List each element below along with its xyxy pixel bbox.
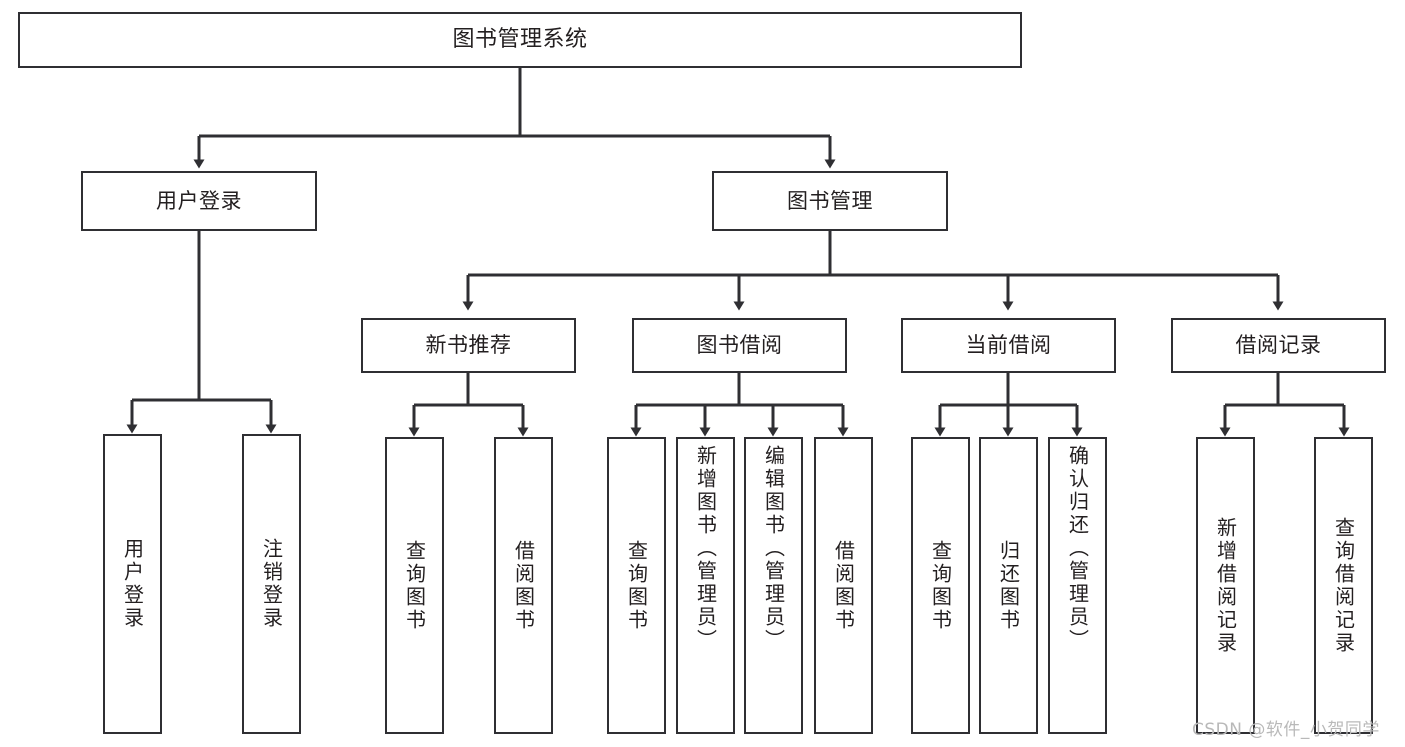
node-label: 借阅图书 (831, 539, 856, 632)
node-label: 图书管理 (787, 188, 873, 213)
node-label: 编辑图书（管理员） (761, 445, 786, 652)
leaf-record-query-borrow-record[interactable]: 查询借阅记录 (1314, 437, 1373, 734)
leaf-current-confirm-return-admin[interactable]: 确认归还（管理员） (1048, 437, 1107, 734)
node-label: 图书管理系统 (452, 27, 588, 53)
node-label: 新增借阅记录 (1213, 516, 1238, 655)
leaf-current-return-books[interactable]: 归还图书 (979, 437, 1038, 734)
node-label: 用户登录 (156, 188, 242, 213)
node-label: 注销登录 (259, 538, 284, 630)
node-label: 新增图书（管理员） (693, 445, 718, 652)
node-label: 借阅图书 (511, 539, 536, 632)
node-label: 查询借阅记录 (1331, 516, 1356, 655)
leaf-current-query-books[interactable]: 查询图书 (911, 437, 970, 734)
node-label: 查询图书 (624, 539, 649, 632)
node-new-book-recommendation[interactable]: 新书推荐 (361, 318, 576, 373)
node-label: 图书借阅 (696, 333, 783, 358)
leaf-user-login[interactable]: 用户登录 (103, 434, 162, 734)
node-label: 归还图书 (996, 539, 1021, 632)
leaf-borrow-query-books[interactable]: 查询图书 (607, 437, 666, 734)
leaf-logout[interactable]: 注销登录 (242, 434, 301, 734)
node-label: 新书推荐 (425, 333, 512, 358)
node-label: 确认归还（管理员） (1065, 445, 1090, 652)
leaf-borrow-add-book-admin[interactable]: 新增图书（管理员） (676, 437, 735, 734)
node-label: 查询图书 (402, 539, 427, 632)
node-user-login[interactable]: 用户登录 (81, 171, 317, 231)
node-label: 当前借阅 (965, 333, 1052, 358)
leaf-borrow-borrow-books[interactable]: 借阅图书 (814, 437, 873, 734)
node-label: 借阅记录 (1235, 333, 1322, 358)
node-current-borrowing[interactable]: 当前借阅 (901, 318, 1116, 373)
watermark-text: CSDN @软件_小贺同学 (1192, 720, 1380, 740)
node-label: 查询图书 (928, 539, 953, 632)
leaf-borrow-edit-book-admin[interactable]: 编辑图书（管理员） (744, 437, 803, 734)
node-label: 用户登录 (120, 538, 145, 630)
node-borrowing-record[interactable]: 借阅记录 (1171, 318, 1386, 373)
node-book-borrowing[interactable]: 图书借阅 (632, 318, 847, 373)
leaf-newbook-query-books[interactable]: 查询图书 (385, 437, 444, 734)
leaf-record-add-borrow-record[interactable]: 新增借阅记录 (1196, 437, 1255, 734)
leaf-newbook-borrow-books[interactable]: 借阅图书 (494, 437, 553, 734)
node-root-book-management-system[interactable]: 图书管理系统 (18, 12, 1022, 68)
node-book-management[interactable]: 图书管理 (712, 171, 948, 231)
